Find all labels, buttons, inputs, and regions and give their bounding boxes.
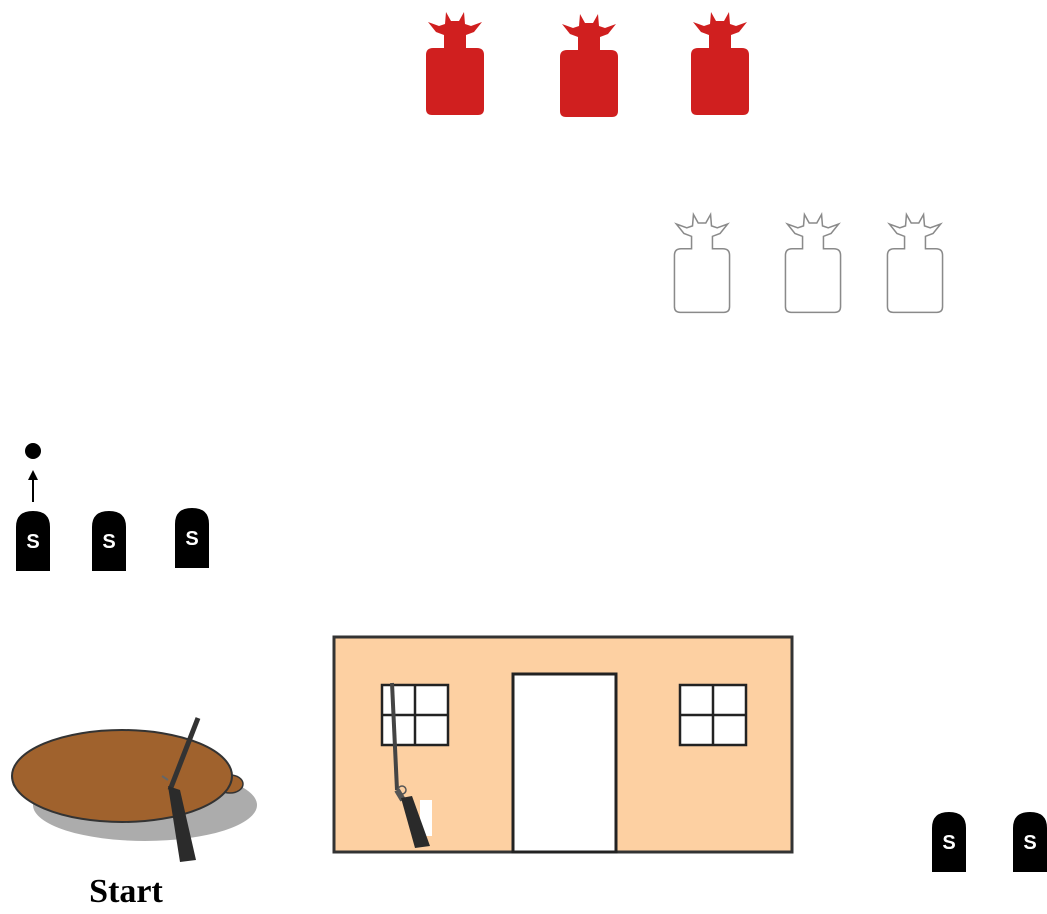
steel-plate-icon: S — [92, 511, 126, 571]
svg-text:S: S — [942, 832, 955, 854]
svg-text:S: S — [185, 528, 198, 550]
start-label: Start — [66, 872, 186, 912]
svg-text:S: S — [1023, 832, 1036, 854]
red-cowboy-targets — [426, 12, 749, 117]
white-cowboy-targets — [674, 215, 942, 313]
start-table — [12, 718, 257, 862]
red-target-3 — [691, 12, 749, 115]
left-steel-plates: S S S — [16, 508, 209, 571]
door — [513, 674, 616, 852]
white-target-1 — [674, 215, 729, 313]
svg-text:S: S — [102, 531, 115, 553]
right-steel-plates: S S — [932, 812, 1047, 872]
building — [334, 637, 792, 852]
white-target-2 — [785, 215, 840, 313]
steel-plate-icon: S — [932, 812, 966, 872]
popper-icon — [25, 443, 41, 502]
steel-plate-icon: S — [16, 511, 50, 571]
steel-plate-icon: S — [175, 508, 209, 568]
window-right — [680, 685, 746, 745]
white-target-3 — [887, 215, 942, 313]
red-target-1 — [426, 12, 484, 115]
svg-text:S: S — [26, 531, 39, 553]
steel-plate-icon: S — [1013, 812, 1047, 872]
red-target-2 — [560, 14, 618, 117]
